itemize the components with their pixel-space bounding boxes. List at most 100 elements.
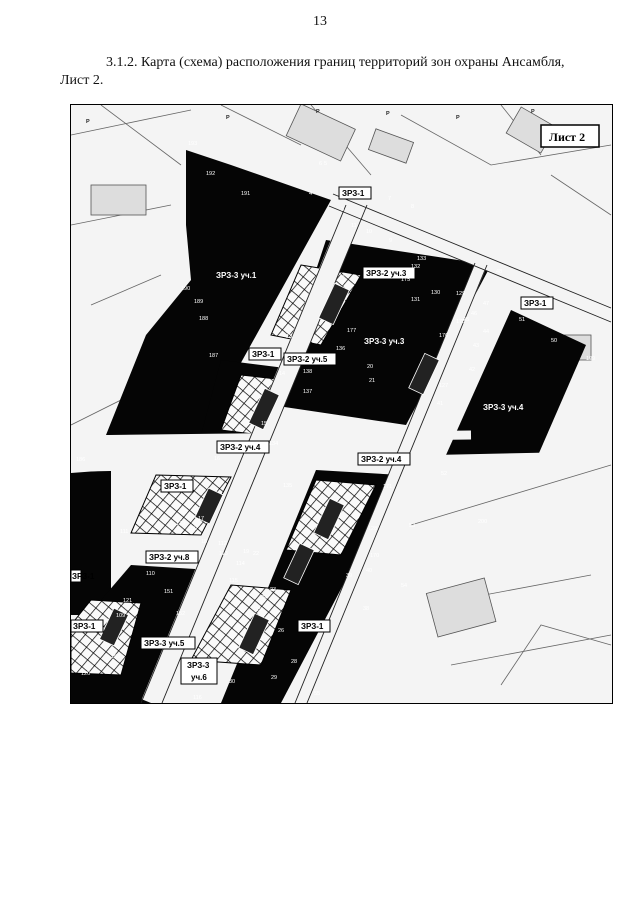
boundary-point-label: 188 [199,316,208,322]
boundary-point-label: 132 [411,264,420,270]
boundary-point-label: 137 [303,389,312,395]
zone-zrz2-south [190,584,292,666]
boundary-point-label: 7 [388,196,391,202]
boundary-point-label: 40 [366,568,372,574]
boundary-point-label: 199 [586,356,595,362]
boundary-point-label: 135 [283,483,292,489]
boundary-point-label: 189 [194,299,203,305]
boundary-point-label: 127 [439,383,448,389]
zone-label-zrz2-uch4-a: ЗРЗ-2 уч.4 [220,443,261,452]
boundary-point-label: 179 [176,521,185,527]
boundary-point-label: 51 [519,317,525,323]
map-frame: P P P P P P [70,104,613,704]
boundary-point-label: 15 [261,421,267,427]
boundary-point-label: 109 [116,613,125,619]
svg-text:Лист 2: Лист 2 [549,130,585,144]
boundary-point-label: 5 [324,161,327,167]
boundary-point-label: 152 [176,611,185,617]
boundary-point-label: 44 [483,329,489,335]
boundary-point-label: 48 [496,269,502,275]
boundary-point-label: 41 [437,401,443,407]
boundary-point-label: 130 [431,290,440,296]
boundary-point-label: 178 [456,319,465,325]
boundary-point-label: 190 [181,286,190,292]
boundary-point-label: 17 [198,516,204,522]
boundary-point-label: 53 [409,523,415,529]
svg-text:P: P [456,115,460,121]
zone-label-zrz3-uch6-b: уч.6 [191,673,207,682]
caption-line-1: 3.1.2. Карта (схема) расположения границ… [106,55,565,70]
boundary-point-label: 30 [229,679,235,685]
boundary-point-label: 114 [236,561,245,567]
boundary-point-label: 121 [123,598,132,604]
boundary-point-label: 55 [314,691,320,697]
boundary-point-label: 21 [369,378,375,384]
boundary-point-label: 43 [473,343,479,349]
boundary-point-label: 9 [389,238,392,244]
boundary-point-label: 176 [439,333,448,339]
zone-label-zrz3-uch6-a: ЗРЗ-3 [187,661,210,670]
boundary-point-label: 20 [367,364,373,370]
svg-text:P: P [86,119,90,125]
boundary-point-label: 42 [469,367,475,373]
caption-line-2: Лист 2. [60,73,104,88]
zone-label-zrz1-d: ЗРЗ-1 [164,482,187,491]
svg-text:P: P [386,111,390,117]
boundary-point-label: 13 [286,334,292,340]
boundary-point-label: 186 [76,457,85,463]
boundary-point-label: 4 [309,191,312,197]
map-caption: 3.1.2. Карта (схема) расположения границ… [60,54,620,90]
boundary-point-label: 50 [551,338,557,344]
zone-label-zrz3-uch5: ЗРЗ-3 уч.5 [144,639,185,648]
boundary-point-label: 180 [188,526,197,532]
boundary-point-label: 192 [206,171,215,177]
svg-text:P: P [531,109,535,115]
zone-label-zrz2-uch8: ЗРЗ-2 уч.8 [149,553,190,562]
boundary-point-label: 54 [401,583,407,589]
zone-zrz3-uch1 [106,150,331,435]
boundary-point-label: 38 [363,606,369,612]
boundary-point-label: 28 [291,659,297,665]
boundary-point-label: 171 [383,484,392,490]
zone-label-zrz2-uch5: ЗРЗ-2 уч.5 [287,355,328,364]
zone-labels-dark: ЗРЗ-3 уч.1 ЗРЗ-3 уч.3 ЗРЗ-3 уч.4 [216,271,524,412]
boundary-point-label: 128 [368,526,377,532]
zone-zrz3-uch4 [446,310,586,460]
boundary-point-label: 120 [81,671,90,677]
protection-zones-map: P P P P P P [71,105,612,703]
zone-label-zrz1-g: ЗРЗ-1 [72,572,95,581]
boundary-point-label: 151 [164,589,173,595]
boundary-point-label: 26 [278,628,284,634]
svg-text:P: P [316,109,320,115]
boundary-point-label: 47 [483,301,489,307]
zone-label-zrz3-uch3: ЗРЗ-3 уч.3 [364,337,405,346]
zone-label-zrz2-uch4-b: ЗРЗ-2 уч.4 [361,455,402,464]
boundary-point-label: 25 [256,607,262,613]
boundary-point-label: 23 [270,587,276,593]
boundary-point-label: 170 [370,553,379,559]
boundary-point-label: 110 [146,571,155,577]
boundary-point-label: 24 [261,595,267,601]
boundary-point-label: 3 [341,207,344,213]
boundary-point-label: 129 [456,291,465,297]
boundary-point-label: 175 [401,277,410,283]
boundary-point-label: 22 [253,551,259,557]
boundary-point-label: 115 [229,578,238,584]
boundary-point-label: 10 [366,229,372,235]
zone-label-zrz1-c: ЗРЗ-1 [252,350,275,359]
boundary-point-label: 18 [201,539,207,545]
zone-labels-boxed: ЗРЗ-2 уч.3 ЗРЗ-2 уч.5 ЗРЗ-2 уч.4 ЗРЗ-2 у… [71,186,554,685]
boundary-point-label: 191 [241,191,250,197]
boundary-point-label: 113 [219,551,228,557]
boundary-point-label: 134 [269,441,278,447]
boundary-point-label: 111 [120,529,128,535]
boundary-point-label: 11 [351,223,357,229]
boundary-point-label: 45 [463,317,469,323]
boundary-point-label: 187 [209,353,218,359]
zone-label-zrz3-uch1: ЗРЗ-3 уч.1 [216,271,257,280]
boundary-point-label: 29 [271,675,277,681]
boundary-point-label: 14 [279,371,285,377]
zone-label-zrz1-f: ЗРЗ-1 [301,622,324,631]
boundary-point-label: 46 [471,311,477,317]
boundary-point-label: 153 [111,654,120,660]
